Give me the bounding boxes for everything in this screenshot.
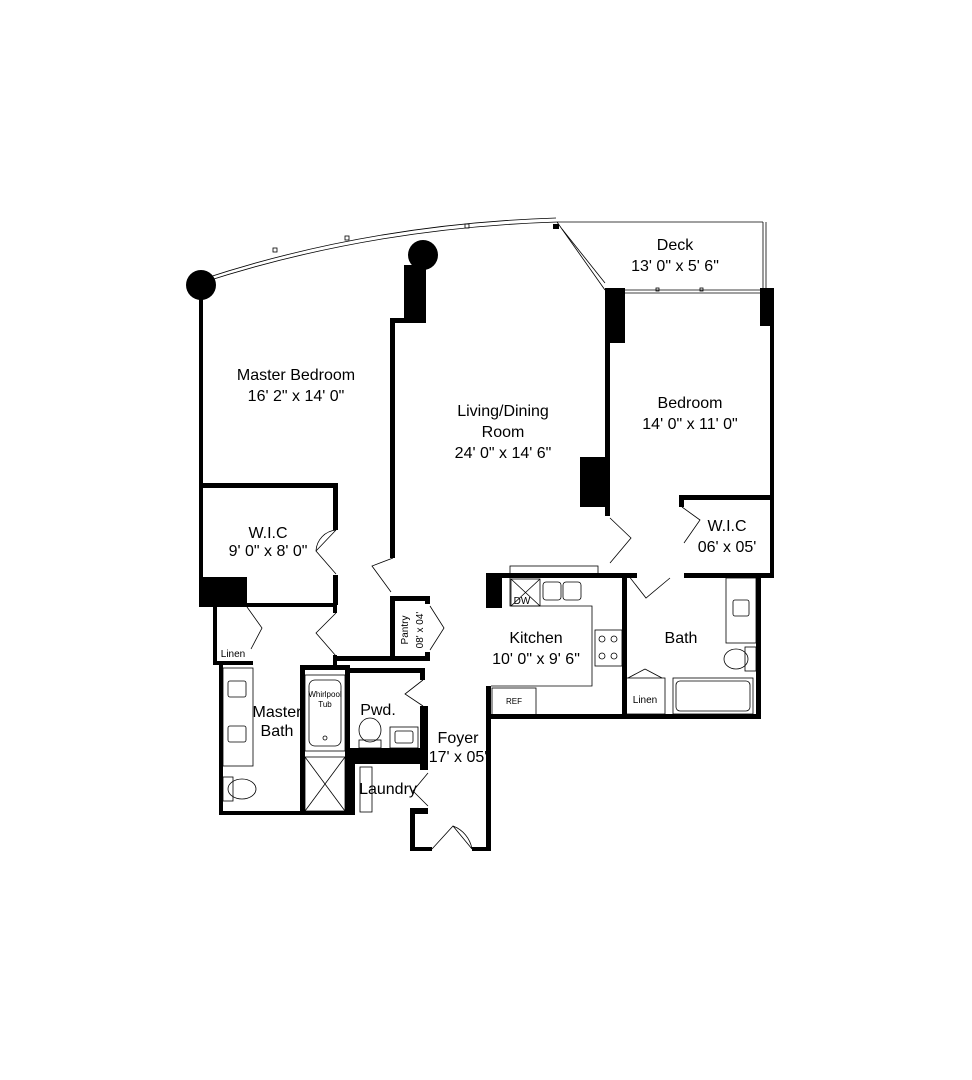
whirlpool-tub — [304, 674, 346, 752]
dishwasher-label: DW — [514, 596, 531, 607]
deck-label: Deck — [657, 237, 694, 254]
powder-sink — [389, 726, 419, 749]
bedroom-door[interactable] — [371, 557, 394, 593]
wic-master-size: 9' 0" x 8' 0" — [229, 543, 308, 560]
pantry-door[interactable] — [429, 605, 445, 651]
foyer-label: Foyer — [438, 730, 480, 747]
window-wall — [200, 217, 558, 284]
deck-size: 13' 0" x 5' 6" — [631, 258, 719, 275]
wic-master-label: W.I.C — [248, 525, 287, 542]
master-bath-door[interactable] — [315, 612, 337, 657]
bedroom-wic-door[interactable] — [681, 506, 701, 544]
bathtub — [672, 677, 754, 715]
powder-door[interactable] — [404, 679, 424, 707]
laundry-machines — [359, 766, 373, 813]
wic-door[interactable] — [315, 529, 337, 575]
whirlpool-label-2: Tub — [318, 700, 332, 709]
column-middle — [408, 240, 438, 270]
bath-toilet — [723, 646, 757, 672]
whirlpool-label-1: Whirlpool — [308, 690, 342, 699]
pantry-size-group: 08' x 04' — [415, 612, 426, 649]
refrigerator-label: REF — [506, 697, 522, 706]
foyer-walls — [410, 808, 491, 851]
cooktop — [594, 629, 623, 667]
wic-bedroom-size: 06' x 05' — [698, 539, 757, 556]
kitchen-label: Kitchen — [509, 630, 562, 647]
bath-vanity — [725, 577, 757, 644]
living-label-1: Living/Dining — [457, 403, 549, 420]
powder-walls — [345, 668, 428, 764]
master-bath-label-1: Master — [253, 704, 303, 721]
linen-bath-label: Linen — [633, 695, 657, 706]
wic-bedroom-label: W.I.C — [707, 518, 746, 535]
laundry-label: Laundry — [359, 781, 417, 798]
kitchen-walls — [486, 573, 628, 851]
bath-linen-closet — [624, 668, 666, 715]
master-toilet — [222, 776, 257, 802]
master-vanity — [222, 667, 254, 767]
bedroom-walls — [580, 288, 774, 578]
master-linen-door[interactable] — [246, 606, 263, 650]
master-bedroom-walls — [199, 285, 338, 670]
shower — [304, 756, 346, 812]
pantry-label-group: Pantry — [400, 616, 411, 645]
bath-door[interactable] — [627, 574, 671, 599]
pantry-size: 08' x 04' — [415, 612, 426, 649]
living-size: 24' 0" x 14' 6" — [455, 445, 552, 462]
master-bath-walls — [213, 603, 354, 815]
bedroom-entry-door[interactable] — [609, 517, 632, 564]
powder-label: Pwd. — [360, 702, 396, 719]
powder-toilet — [358, 717, 382, 749]
bath-walls — [491, 573, 761, 719]
bedroom-label: Bedroom — [658, 395, 723, 412]
master-bedroom-label: Master Bedroom — [237, 367, 355, 384]
foyer-size: 17' x 05' — [429, 749, 488, 766]
deck-outline — [553, 221, 767, 291]
entry-door[interactable] — [431, 825, 473, 850]
deck-sliding-door[interactable] — [622, 287, 762, 294]
bath-label: Bath — [665, 630, 698, 647]
kitchen-size: 10' 0" x 9' 6" — [492, 651, 580, 668]
master-bedroom-size: 16' 2" x 14' 0" — [248, 388, 345, 405]
pantry-walls — [337, 596, 430, 661]
linen-master-label: Linen — [221, 649, 245, 660]
laundry-walls — [345, 760, 428, 815]
living-label-2: Room — [482, 424, 525, 441]
kitchen-sink — [542, 581, 582, 601]
bedroom-size: 14' 0" x 11' 0" — [642, 416, 737, 433]
kitchen-counter — [491, 578, 593, 687]
master-bath-label-2: Bath — [261, 723, 294, 740]
kitchen-window — [509, 565, 599, 576]
laundry-door[interactable] — [412, 772, 429, 807]
pantry-label: Pantry — [400, 616, 411, 645]
